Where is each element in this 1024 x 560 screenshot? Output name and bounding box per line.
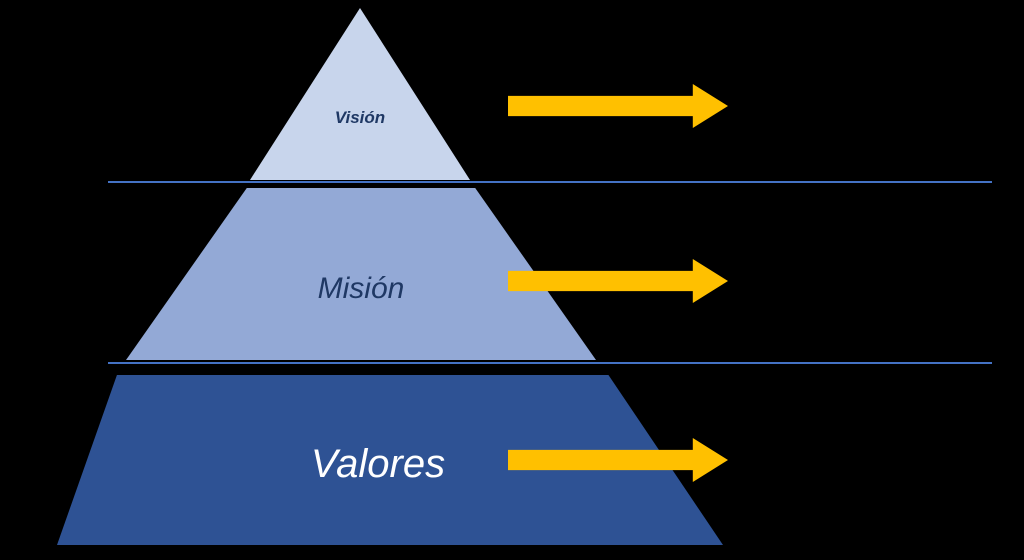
vision-label: Visión — [334, 108, 386, 127]
valores-label: Valores — [310, 441, 446, 486]
mision-label: Misión — [317, 272, 405, 305]
pyramid-level-vision: Visión — [250, 8, 470, 180]
divider-line-top — [108, 181, 992, 183]
right-arrow-icon — [508, 84, 728, 128]
divider-line-bottom — [108, 362, 992, 364]
